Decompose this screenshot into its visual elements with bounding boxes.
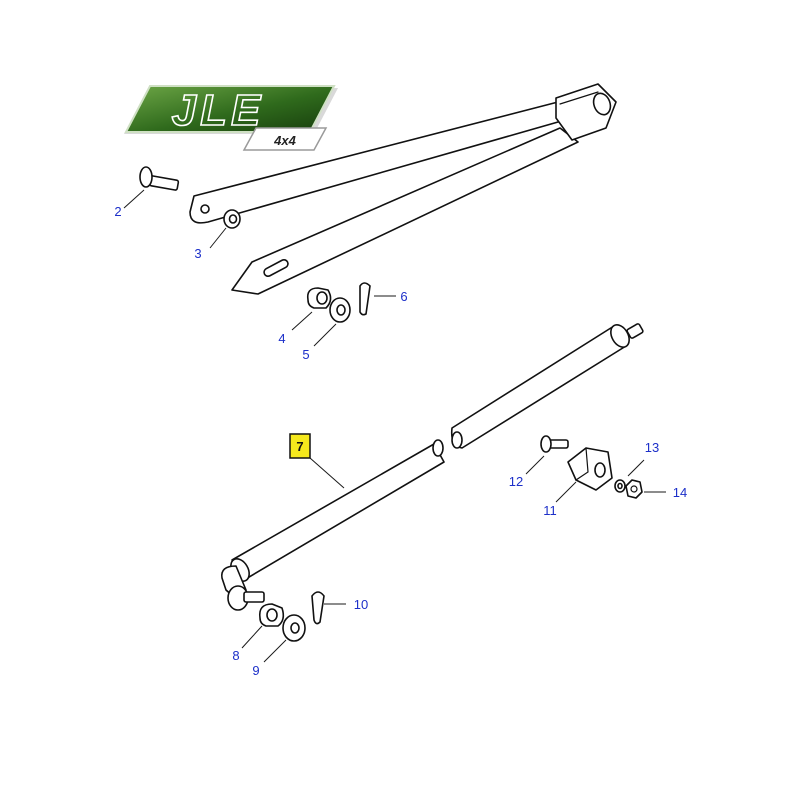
bolt-part-12 — [540, 435, 569, 453]
split-pin-body — [359, 282, 371, 316]
logo-sub-text: 4x4 — [273, 133, 296, 148]
callout-2[interactable]: 2 — [114, 204, 121, 219]
callout-numbers: 2 3 4 5 6 7 8 9 10 11 12 13 14 — [114, 204, 687, 678]
bolt-head — [139, 166, 153, 188]
callout-11[interactable]: 11 — [543, 503, 557, 518]
leader-2 — [123, 189, 145, 209]
callout-7[interactable]: 7 — [296, 439, 303, 454]
washer-inner — [228, 214, 238, 224]
callout-3[interactable]: 3 — [194, 246, 201, 261]
rod-right-section — [450, 325, 627, 449]
split-pin-body — [311, 591, 325, 625]
lower-arm-slot — [263, 258, 289, 278]
clip-hole — [316, 291, 328, 305]
nut-body — [625, 479, 643, 499]
rod-left-section — [231, 443, 445, 581]
callout-10[interactable]: 10 — [354, 597, 368, 612]
rod-break-right — [451, 431, 463, 449]
washer-inner — [336, 304, 346, 316]
callout-9[interactable]: 9 — [252, 663, 259, 678]
split-pin-part-10 — [311, 591, 325, 625]
clamp-bracket-part-11 — [567, 447, 613, 491]
logo-panel — [124, 85, 336, 133]
clamp-edge — [575, 447, 589, 481]
jle-4x4-logo: JLE 4x4 — [124, 85, 338, 151]
leader-11 — [555, 481, 577, 503]
callout-7-highlight[interactable]: 7 — [289, 433, 311, 459]
clip-part-8 — [258, 603, 285, 627]
leader-7 — [309, 457, 345, 489]
leader-9 — [263, 639, 287, 663]
callout-4[interactable]: 4 — [278, 331, 285, 346]
pivot-pin-shank — [243, 591, 265, 603]
logo-brand-text: JLE — [172, 86, 265, 135]
washer-part-13 — [614, 479, 626, 493]
washer-inner — [617, 482, 623, 490]
washer-part-3 — [223, 209, 241, 229]
callout-5[interactable]: 5 — [302, 347, 309, 362]
leader-8 — [241, 625, 263, 649]
clevis-edge — [559, 91, 599, 105]
pivot-pin-stack — [227, 585, 265, 611]
clevis-bore — [592, 92, 612, 116]
leader-13 — [627, 459, 645, 477]
washer-part-5 — [329, 297, 351, 323]
callout-13[interactable]: 13 — [645, 440, 659, 455]
clamp-hole — [594, 462, 606, 478]
washer-part-9 — [282, 614, 306, 642]
bolt-part-2 — [139, 166, 180, 191]
leader-3 — [209, 227, 227, 249]
rod-break-left — [432, 439, 444, 457]
washer-inner — [290, 622, 300, 634]
clip-hole — [266, 608, 278, 622]
leader-5 — [313, 323, 337, 347]
split-pin-part-6 — [359, 282, 371, 316]
callout-8[interactable]: 8 — [232, 648, 239, 663]
logo-sub-box — [242, 127, 328, 151]
upper-arm-hole — [200, 204, 210, 214]
nut-hole — [630, 485, 638, 493]
callout-14[interactable]: 14 — [673, 485, 687, 500]
callout-12[interactable]: 12 — [509, 474, 523, 489]
rod-end-nut — [626, 323, 644, 339]
bolt-head — [540, 435, 552, 453]
bolt-shank — [148, 175, 180, 191]
leader-4 — [291, 311, 313, 331]
upper-arm — [189, 101, 573, 224]
nut-part-14 — [625, 479, 643, 499]
callout-7-box — [289, 433, 311, 459]
leader-lines — [123, 189, 666, 663]
a-frame-bracket — [189, 83, 617, 295]
rod-part-7 — [220, 323, 644, 596]
callout-6[interactable]: 6 — [400, 289, 407, 304]
leader-12 — [525, 455, 545, 475]
clip-part-4 — [306, 287, 332, 309]
